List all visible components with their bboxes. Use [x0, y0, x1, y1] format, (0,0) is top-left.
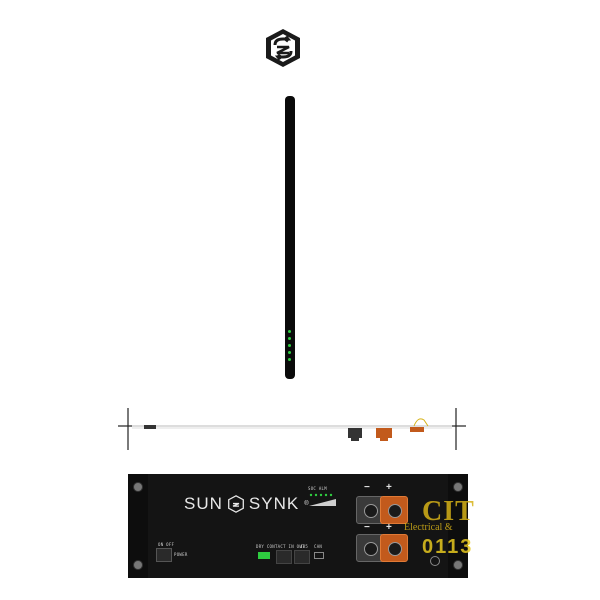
port-can-label: CAN — [314, 544, 323, 549]
port-labels: DRY CONTACT IN OUT — [256, 544, 305, 549]
screw — [453, 482, 463, 492]
positive-terminal-top[interactable] — [380, 496, 408, 524]
negative-sign: − — [364, 522, 370, 533]
power-switch[interactable] — [156, 548, 172, 562]
dry-contact-port[interactable] — [258, 552, 270, 559]
on-off-label: ON OFF — [158, 542, 175, 547]
can-port[interactable] — [314, 552, 324, 559]
side-led — [288, 344, 291, 347]
screw — [133, 560, 143, 570]
brand-left: SUN — [184, 494, 223, 513]
side-led — [288, 351, 291, 354]
side-led — [288, 330, 291, 333]
soc-indicator — [309, 493, 336, 506]
trademark: ® — [304, 501, 310, 507]
in-port[interactable] — [276, 550, 292, 564]
positive-terminal-bottom[interactable] — [380, 534, 408, 562]
negative-terminal-top[interactable] — [356, 496, 384, 524]
battery-front-panel: SUN SYNK ® SOC ALM ON OFF POWER DRY CONT… — [128, 474, 468, 578]
side-led — [288, 337, 291, 340]
sunsynk-logo-icon — [227, 495, 244, 513]
sunsynk-logo-icon — [266, 29, 300, 67]
rack-ear-right — [448, 474, 468, 578]
battery-side-view — [285, 96, 295, 379]
watermark-electrical: Electrical & — [404, 522, 453, 533]
screw — [453, 560, 463, 570]
battery-top-view — [118, 408, 466, 450]
ground-icon — [430, 556, 440, 566]
positive-sign: + — [386, 482, 392, 493]
brand-logo: SUN SYNK ® — [184, 494, 310, 514]
power-label: POWER — [174, 552, 188, 557]
rack-ear-left — [128, 474, 148, 578]
watermark: CIT Electrical & 0113 — [404, 496, 484, 570]
negative-terminal-bottom[interactable] — [356, 534, 384, 562]
watermark-cit: CIT — [422, 496, 475, 527]
negative-sign: − — [364, 482, 370, 493]
screw — [133, 482, 143, 492]
port-485-label: 485 — [300, 544, 309, 549]
positive-sign: + — [386, 522, 392, 533]
side-led — [288, 358, 291, 361]
out-port[interactable] — [294, 550, 310, 564]
brand-right: SYNK — [248, 494, 300, 513]
watermark-number: 0113 — [422, 536, 474, 558]
soc-alm-label: SOC ALM — [308, 486, 327, 491]
